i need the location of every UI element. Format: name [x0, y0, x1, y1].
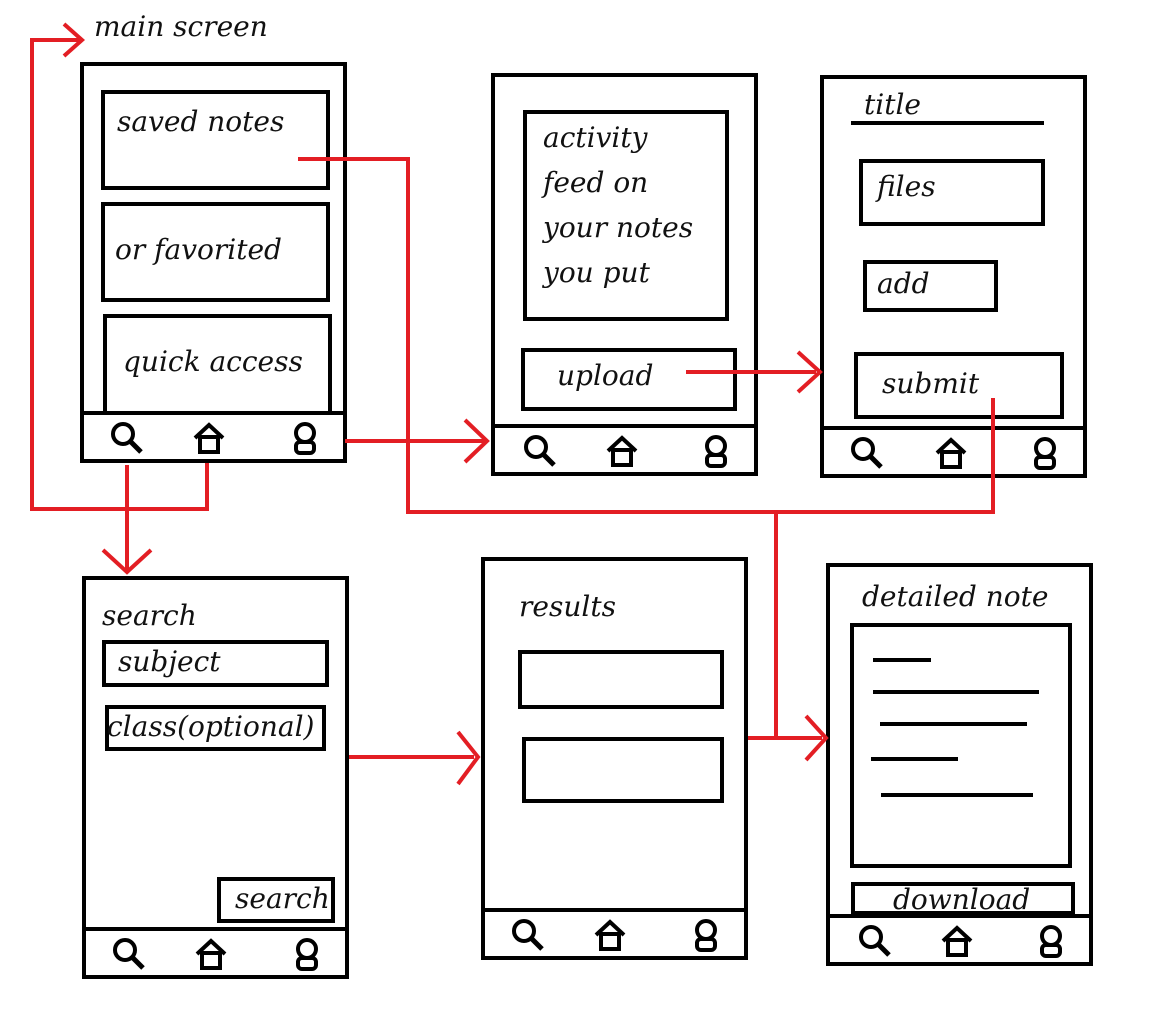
class-field[interactable]: class(optional) — [105, 705, 326, 751]
search-icon[interactable] — [850, 436, 884, 470]
search-icon[interactable] — [511, 918, 545, 952]
title-field-underline[interactable] — [851, 121, 1044, 125]
add-label: add — [877, 267, 930, 300]
profile-icon[interactable] — [288, 421, 322, 455]
add-button[interactable]: add — [863, 260, 998, 312]
arrowhead — [463, 418, 490, 464]
profile-icon[interactable] — [1034, 924, 1068, 958]
saved-notes-label: saved notes — [117, 105, 285, 138]
feed-line-3: your notes — [543, 211, 694, 244]
home-icon[interactable] — [940, 924, 974, 958]
home-icon[interactable] — [192, 421, 226, 455]
results-screen-frame: results — [481, 557, 748, 960]
bottom-nav — [485, 908, 744, 956]
text-line — [871, 757, 958, 761]
subject-field[interactable]: subject — [102, 640, 329, 687]
note-content-box — [850, 623, 1072, 868]
profile-icon[interactable] — [290, 937, 324, 971]
activity-screen-frame: activity feed on your notes you put uplo… — [491, 73, 758, 476]
search-icon[interactable] — [858, 924, 892, 958]
arrowhead — [62, 22, 86, 58]
search-screen-title: search — [102, 599, 197, 632]
search-button[interactable]: search — [217, 877, 335, 923]
home-icon[interactable] — [934, 436, 968, 470]
result-item[interactable] — [522, 737, 724, 803]
saved-notes-card[interactable]: saved notes — [101, 90, 330, 190]
activity-feed-box: activity feed on your notes you put — [523, 110, 729, 321]
arrow-submit-to-detail — [776, 398, 995, 514]
subject-placeholder: subject — [118, 645, 221, 678]
arrowhead — [796, 350, 823, 394]
favorited-card[interactable]: or favorited — [101, 202, 330, 302]
arrow-saved-notes-to-detail — [298, 157, 778, 738]
search-screen-frame: search subject class(optional) search — [82, 576, 349, 979]
home-icon[interactable] — [605, 434, 639, 468]
favorited-label: or favorited — [115, 233, 282, 266]
bottom-nav — [84, 411, 343, 459]
detail-screen-frame: detailed note download — [826, 563, 1093, 966]
result-item[interactable] — [518, 650, 724, 709]
upload-label: upload — [557, 359, 654, 392]
feed-line-2: feed on — [543, 166, 649, 199]
quick-access-label: quick access — [123, 345, 303, 378]
files-box[interactable]: files — [859, 159, 1045, 226]
results-title: results — [519, 590, 616, 623]
bottom-nav — [86, 927, 345, 975]
class-placeholder: class(optional) — [107, 710, 315, 743]
bottom-nav — [495, 424, 754, 472]
bottom-nav — [830, 914, 1089, 962]
upload-form-frame: title files add submit — [820, 75, 1087, 478]
feed-line-4: you put — [543, 256, 650, 289]
search-icon[interactable] — [112, 937, 146, 971]
feed-line-1: activity — [543, 121, 648, 154]
main-screen-title: main screen — [94, 10, 268, 43]
detail-title: detailed note — [862, 580, 1049, 613]
home-icon[interactable] — [593, 918, 627, 952]
main-screen-frame: saved notes or favorited quick access — [80, 62, 347, 463]
files-label: files — [877, 170, 936, 203]
submit-button[interactable]: submit — [854, 352, 1064, 419]
home-icon[interactable] — [194, 937, 228, 971]
text-line — [881, 793, 1033, 797]
arrowhead — [804, 714, 829, 762]
search-icon[interactable] — [110, 421, 144, 455]
arrowhead — [456, 730, 481, 786]
bottom-nav — [824, 426, 1083, 474]
download-button[interactable]: download — [851, 882, 1075, 916]
download-label: download — [893, 883, 1031, 916]
profile-icon[interactable] — [689, 918, 723, 952]
submit-label: submit — [882, 367, 980, 400]
arrow-home-to-main — [30, 38, 209, 511]
search-icon[interactable] — [523, 434, 557, 468]
search-button-label: search — [235, 882, 330, 915]
profile-icon[interactable] — [1028, 436, 1062, 470]
title-field-label: title — [864, 88, 921, 121]
text-line — [880, 722, 1027, 726]
arrowhead — [101, 548, 153, 575]
text-line — [873, 690, 1039, 694]
text-line — [873, 658, 931, 662]
upload-button[interactable]: upload — [521, 348, 737, 411]
profile-icon[interactable] — [699, 434, 733, 468]
